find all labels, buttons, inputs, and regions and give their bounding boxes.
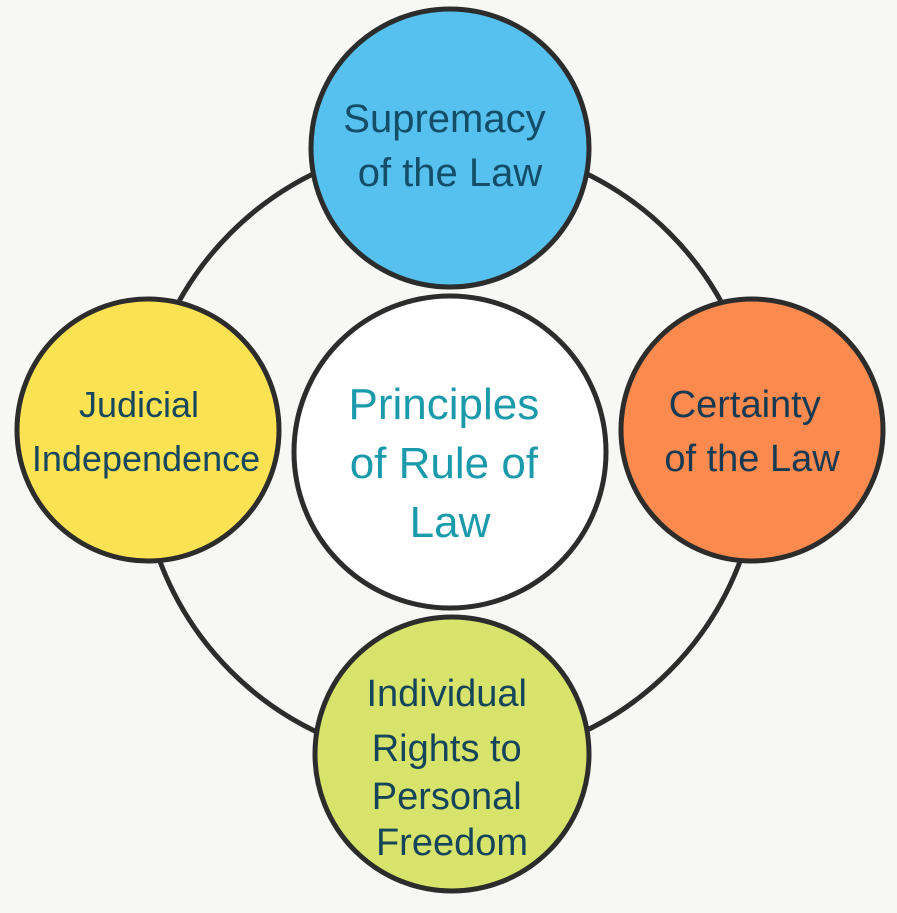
center-circle [291, 293, 609, 611]
judicial-independence-label: Judicial Independence [32, 384, 260, 479]
center-label-line: of Rule of [350, 439, 539, 488]
certainty-label-line: Certainty [669, 384, 821, 426]
individual-rights-label-line: Freedom [376, 822, 528, 864]
node-individual-rights: Individual Rights to Personal Freedom [312, 614, 592, 894]
individual-rights-label: Individual Rights to Personal Freedom [366, 673, 537, 864]
supremacy-label-line: Supremacy [343, 97, 545, 141]
supremacy-label-line: of the Law [358, 151, 543, 195]
node-supremacy-of-the-law: Supremacy of the Law [308, 6, 592, 290]
individual-rights-label-line: Rights to [372, 728, 522, 770]
center-node: Principles of Rule of Law [291, 293, 609, 611]
center-label: Principles of Rule of Law [349, 380, 552, 547]
certainty-circle [618, 296, 886, 564]
individual-rights-circle [312, 614, 592, 894]
individual-rights-label-line: Personal [372, 776, 522, 818]
judicial-independence-label-line: Independence [32, 438, 260, 479]
supremacy-label: Supremacy of the Law [343, 97, 556, 195]
node-judicial-independence: Judicial Independence [14, 296, 282, 564]
judicial-independence-label-line: Judicial [79, 384, 199, 425]
certainty-label: Certainty of the Law [664, 384, 840, 480]
node-certainty-of-the-law: Certainty of the Law [618, 296, 886, 564]
center-label-line: Principles [349, 380, 540, 429]
individual-rights-label-line: Individual [366, 673, 527, 715]
judicial-independence-circle [14, 296, 282, 564]
supremacy-circle [308, 6, 592, 290]
center-label-line: Law [410, 498, 491, 547]
certainty-label-line: of the Law [664, 438, 840, 480]
